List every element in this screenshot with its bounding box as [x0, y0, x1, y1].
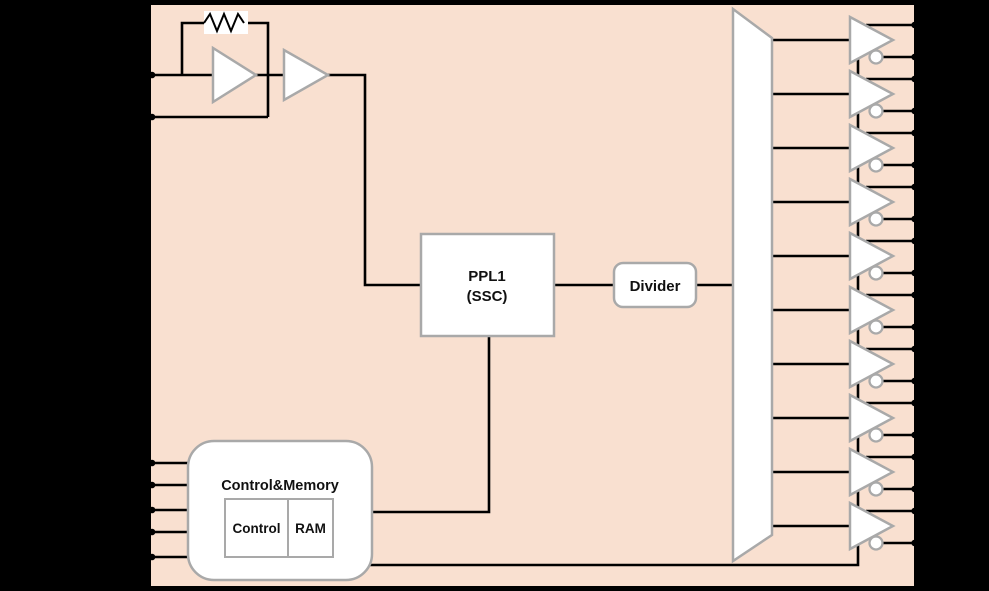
- pll-label-line2: (SSC): [467, 288, 508, 305]
- right-pin-dot: [911, 129, 918, 137]
- inversion-bubble-icon: [868, 265, 884, 281]
- right-pin-dot: [911, 291, 918, 299]
- right-pin-dot: [911, 431, 918, 439]
- mux-trapezoid: [731, 6, 774, 564]
- right-pin-dot: [911, 161, 918, 169]
- crystal-oscillator: [203, 11, 331, 105]
- pll-label-line1: PPL1: [468, 268, 506, 285]
- pll-block: PPL1 (SSC): [419, 232, 556, 338]
- resistor-icon: [203, 11, 245, 34]
- right-pin-dot: [911, 345, 918, 353]
- left-pin-dot: [148, 113, 156, 121]
- ram-sub-box: [287, 498, 334, 558]
- ram-sub-label: RAM: [295, 521, 326, 536]
- inversion-bubble-icon: [868, 103, 884, 119]
- inversion-bubble-icon: [868, 49, 884, 65]
- inversion-bubble-icon: [868, 427, 884, 443]
- control-memory-block: Control&Memory Control RAM: [186, 439, 374, 582]
- oscillator-amplifier-icon: [211, 45, 259, 105]
- control-memory-title: Control&Memory: [221, 478, 339, 494]
- divider-block: Divider: [612, 261, 698, 309]
- left-pin-dot: [148, 459, 156, 467]
- right-pin-dot: [911, 75, 918, 83]
- right-pin-dot: [911, 507, 918, 515]
- right-pin-dot: [911, 269, 918, 277]
- left-pin-dot: [148, 528, 156, 536]
- inversion-bubble-icon: [868, 373, 884, 389]
- output-buffers-layer: [848, 14, 896, 552]
- left-pin-dot: [148, 506, 156, 514]
- wire-cm-to-pll: [371, 335, 491, 514]
- left-pin-dot: [148, 481, 156, 489]
- right-pin-dot: [911, 237, 918, 245]
- pin-dots-layer: [148, 21, 918, 561]
- wire-osc-to-pll: [326, 73, 422, 287]
- right-pin-dot: [911, 53, 918, 61]
- inversion-bubble-icon: [868, 319, 884, 335]
- right-pin-dot: [911, 107, 918, 115]
- right-pin-dot: [911, 323, 918, 331]
- right-pin-dot: [911, 539, 918, 547]
- right-pin-dot: [911, 183, 918, 191]
- right-pin-dot: [911, 215, 918, 223]
- right-pin-dot: [911, 399, 918, 407]
- inversion-bubble-icon: [868, 211, 884, 227]
- pll-box: [419, 232, 556, 338]
- right-pin-dot: [911, 21, 918, 29]
- control-sub-label: Control: [233, 521, 281, 536]
- inversion-bubble-icon: [868, 535, 884, 551]
- oscillator-buffer-icon: [282, 47, 331, 103]
- right-pin-dot: [911, 485, 918, 493]
- divider-box: [612, 261, 698, 309]
- inversion-bubble-icon: [868, 481, 884, 497]
- right-pin-dot: [911, 453, 918, 461]
- control-sub-box: [224, 498, 289, 558]
- right-pin-dot: [911, 377, 918, 385]
- inversion-bubble-icon: [868, 157, 884, 173]
- left-pin-dot: [148, 71, 156, 79]
- left-pin-dot: [148, 553, 156, 561]
- divider-label: Divider: [630, 278, 681, 295]
